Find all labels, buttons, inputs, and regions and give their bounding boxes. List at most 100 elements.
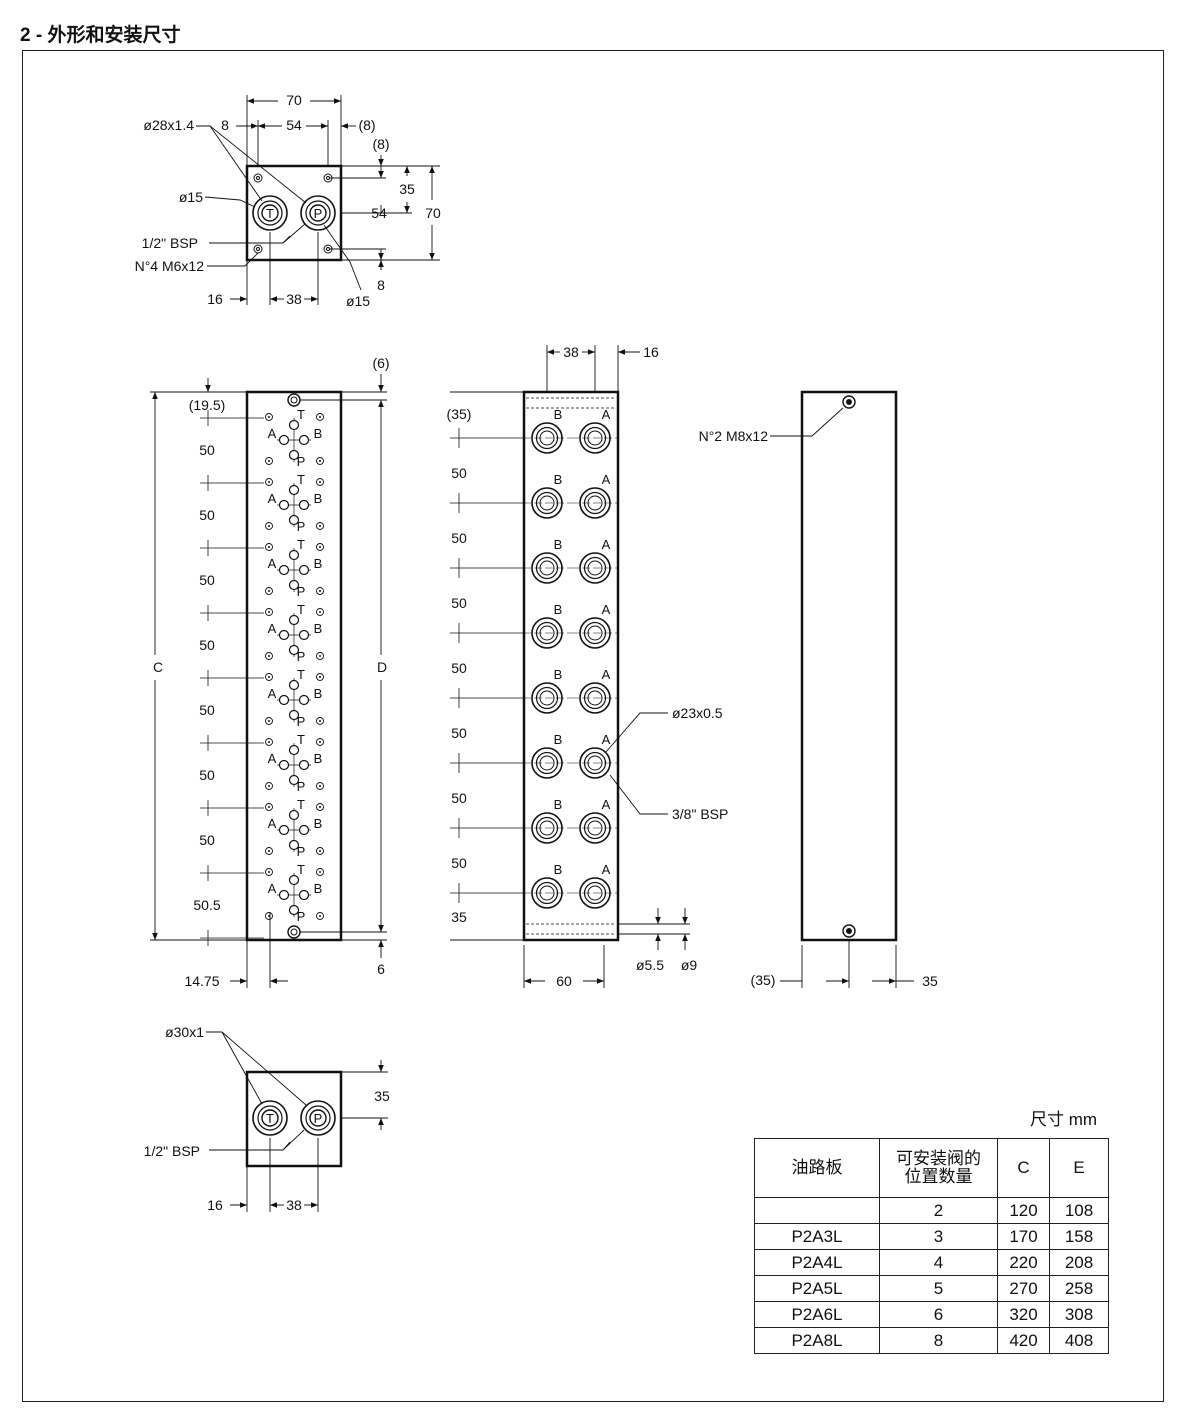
callout-top-thread: 1/2" BSP (142, 235, 198, 251)
side-port (531, 487, 563, 519)
table-row: P2A5L 5 270 258 (754, 1275, 1109, 1302)
side-dim-pitch: 50 (451, 855, 467, 871)
long-port (288, 839, 300, 851)
long-screw-hole (265, 587, 273, 595)
top-port-p-label: P (314, 206, 323, 221)
dim-end-port-left-x: 16 (207, 1197, 223, 1213)
side-port (531, 747, 563, 779)
dim-long-bottom-hole-x: 14.75 (184, 973, 219, 989)
side-port-letter: B (554, 732, 563, 747)
long-screw-hole (265, 608, 273, 616)
table-cell-model: P2A6L (754, 1301, 880, 1328)
table-cell-model: P2A5L (754, 1275, 880, 1302)
long-port (278, 694, 290, 706)
table-row: P2A4L 4 220 208 (754, 1249, 1109, 1276)
side-port (579, 812, 611, 844)
long-screw-hole (265, 847, 273, 855)
long-port-letter: P (297, 649, 306, 664)
long-screw-hole (316, 608, 324, 616)
table-cell-c: 220 (997, 1249, 1050, 1276)
end-view-port-p: P (300, 1100, 336, 1136)
side-port-letter: A (602, 602, 611, 617)
side-dim-pitch: 50 (451, 660, 467, 676)
side-port (531, 812, 563, 844)
long-screw-hole (316, 587, 324, 595)
long-port (298, 434, 310, 446)
long-screw-hole (316, 847, 324, 855)
dim-long-top-edge: (6) (372, 355, 389, 371)
drawing-frame (22, 50, 1164, 1402)
side-dim-pitch: 50 (451, 595, 467, 611)
table-cell-model: P2A3L (754, 1223, 880, 1250)
dim-side-drain-dia: ø5.5 (636, 957, 664, 973)
long-port (278, 759, 290, 771)
dim-back-right: 35 (922, 973, 938, 989)
long-port (278, 564, 290, 576)
long-dim-pitch: 50 (199, 702, 215, 718)
long-port (288, 809, 300, 821)
table-row: P2A6L 6 320 308 (754, 1301, 1109, 1328)
long-port-letter: T (297, 602, 305, 617)
long-screw-hole (265, 868, 273, 876)
table-cell-positions: 3 (879, 1223, 998, 1250)
side-port (531, 617, 563, 649)
long-port-letter: P (297, 844, 306, 859)
dim-top-bottom-edge: 8 (377, 277, 385, 293)
long-screw-hole (316, 673, 324, 681)
dim-top-height: 70 (425, 205, 441, 221)
side-port (531, 877, 563, 909)
long-port-letter: A (268, 491, 277, 506)
long-screw-hole (265, 543, 273, 551)
side-dim-pitch: 50 (451, 530, 467, 546)
long-port-letter: B (314, 816, 323, 831)
back-view-mounting-holes (842, 395, 856, 938)
long-port-letter: A (268, 556, 277, 571)
side-port-letter: B (554, 667, 563, 682)
long-screw-hole (316, 457, 324, 465)
top-view-port-t: T (252, 195, 288, 231)
long-dim-pitch: 50 (199, 767, 215, 783)
top-view-port-p: P (300, 195, 336, 231)
long-port (278, 434, 290, 446)
long-dim-pitch: 50 (199, 572, 215, 588)
long-screw-hole (316, 717, 324, 725)
long-port-letter: T (297, 667, 305, 682)
long-screw-hole (265, 652, 273, 660)
long-screw-hole (265, 738, 273, 746)
long-port (278, 629, 290, 641)
side-port-letter: B (554, 472, 563, 487)
table-cell-c: 320 (997, 1301, 1050, 1328)
long-dim-pitch: 50 (199, 507, 215, 523)
long-port-letter: B (314, 491, 323, 506)
callout-side-seal: ø23x0.5 (672, 705, 723, 721)
table-header-positions: 可安装阀的 位置数量 (879, 1138, 998, 1198)
end-port-p-label: P (314, 1111, 323, 1126)
section-title: 2 - 外形和安装尺寸 (20, 25, 181, 46)
long-port (298, 499, 310, 511)
long-port-letter: T (297, 732, 305, 747)
side-port (579, 877, 611, 909)
callout-top-port-dia-left: ø15 (179, 189, 203, 205)
table-row: P2A8L 8 420 408 (754, 1327, 1109, 1354)
dim-top-port-spacing: 38 (286, 291, 302, 307)
long-dim-pitch: 50 (199, 442, 215, 458)
long-screw-hole (265, 478, 273, 486)
side-port-letter: B (554, 537, 563, 552)
table-cell-positions: 5 (879, 1275, 998, 1302)
long-port-letter: P (297, 454, 306, 469)
long-screw-hole (316, 413, 324, 421)
table-cell-positions: 6 (879, 1301, 998, 1328)
dim-long-top-offset: (19.5) (189, 397, 226, 413)
table-cell-e: 408 (1049, 1327, 1109, 1354)
dim-side-right-edge: 16 (643, 344, 659, 360)
